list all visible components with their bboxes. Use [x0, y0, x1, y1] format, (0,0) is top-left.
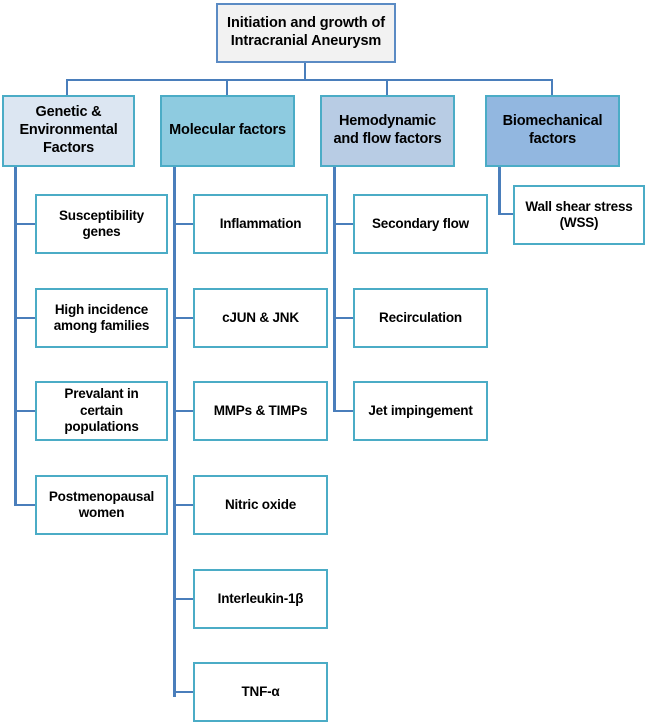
root-node-line2: Intracranial Aneurysm	[230, 33, 382, 49]
leaf-inflammation-line1: Inflammation	[219, 215, 302, 231]
leaf-node-prevalant-in-certain-populations[interactable]: Prevalant in certain populations	[35, 381, 168, 441]
stub-prevalant-populations	[14, 410, 36, 412]
leaf-node-interleukin-1-beta[interactable]: Interleukin-1β	[193, 569, 328, 629]
leaf-mmps-line1: MMPs & TIMPs	[213, 402, 308, 418]
leaf-node-cjun-and-jnk[interactable]: cJUN & JNK	[193, 288, 328, 348]
leaf-prevalant-line2: certain	[80, 402, 123, 418]
leaf-wss-line2: (WSS)	[559, 215, 599, 230]
leaf-node-tnf-alpha[interactable]: TNF-α	[193, 662, 328, 722]
stub-inflammation	[173, 223, 195, 225]
connector-drop-genetic	[66, 79, 68, 96]
leaf-node-high-incidence-among-families[interactable]: High incidence among families	[35, 288, 168, 348]
connector-drop-biomechanical	[551, 79, 553, 96]
stub-tnf-alpha	[173, 691, 195, 693]
connector-drop-hemodynamic	[386, 79, 388, 96]
leaf-recirculation-line1: Recirculation	[379, 309, 462, 325]
leaf-highincidence-line1: High incidence	[54, 301, 149, 317]
leaf-node-susceptibility-genes[interactable]: Susceptibility genes	[35, 194, 168, 254]
connector-drop-molecular	[226, 79, 228, 96]
leaf-node-recirculation[interactable]: Recirculation	[353, 288, 488, 348]
category-hemodynamic-line1: Hemodynamic	[339, 113, 436, 130]
stub-recirculation	[333, 317, 355, 319]
leaf-node-wall-shear-stress-wss[interactable]: Wall shear stress (WSS)	[513, 185, 645, 245]
leaf-cjun-line1: cJUN & JNK	[222, 309, 299, 325]
leaf-tnf-line1: TNF-α	[241, 683, 280, 699]
leaf-prevalant-line1: Prevalant in	[64, 386, 139, 402]
leaf-node-inflammation[interactable]: Inflammation	[193, 194, 328, 254]
leaf-node-jet-impingement[interactable]: Jet impingement	[353, 381, 488, 441]
leaf-highincidence-line2: among families	[53, 318, 150, 333]
stub-nitric-oxide	[173, 504, 195, 506]
stub-susceptibility-genes	[14, 223, 36, 225]
stub-jet-impingement	[333, 410, 355, 412]
category-genetic-line1: Genetic &	[35, 104, 102, 121]
stub-secondary-flow	[333, 223, 355, 225]
category-biomechanical-line1: Biomechanical	[502, 113, 603, 130]
leaf-wss-line1: Wall shear stress	[525, 198, 633, 214]
leaf-prevalant-line3: populations	[64, 419, 139, 435]
category-node-hemodynamic-and-flow-factors[interactable]: Hemodynamic and flow factors	[320, 95, 455, 167]
category-biomechanical-line2: factors	[529, 131, 576, 147]
category-hemodynamic-line2: and flow factors	[333, 131, 442, 147]
category-node-molecular-factors[interactable]: Molecular factors	[160, 95, 295, 167]
connector-horizontal-bus	[66, 79, 553, 81]
trunk-hemodynamic-flow	[333, 167, 336, 412]
stub-wall-shear-stress	[498, 213, 515, 215]
stub-cjun-jnk	[173, 317, 195, 319]
leaf-node-nitric-oxide[interactable]: Nitric oxide	[193, 475, 328, 535]
stub-interleukin-1-beta	[173, 598, 195, 600]
trunk-genetic-environmental	[14, 167, 17, 506]
stub-high-incidence	[14, 317, 36, 319]
leaf-node-postmenopausal-women[interactable]: Postmenopausal women	[35, 475, 168, 535]
leaf-nitricoxide-line1: Nitric oxide	[224, 496, 297, 512]
connector-root-stem	[304, 63, 306, 80]
trunk-molecular-factors	[173, 167, 176, 697]
category-molecular-line1: Molecular factors	[169, 122, 286, 139]
stub-mmps-timps	[173, 410, 195, 412]
category-genetic-line2: Environmental	[19, 122, 118, 139]
leaf-node-secondary-flow[interactable]: Secondary flow	[353, 194, 488, 254]
leaf-postmenopausal-line1: Postmenopausal	[48, 488, 155, 504]
category-node-genetic-environmental-factors[interactable]: Genetic & Environmental Factors	[2, 95, 135, 167]
root-node-initiation-and-growth[interactable]: Initiation and growth of Intracranial An…	[216, 3, 396, 63]
leaf-interleukin-line1: Interleukin-1β	[217, 590, 304, 606]
leaf-node-mmps-and-timps[interactable]: MMPs & TIMPs	[193, 381, 328, 441]
category-genetic-line3: Factors	[43, 139, 94, 156]
stub-postmenopausal-women	[14, 504, 36, 506]
leaf-jetimpingement-line1: Jet impingement	[368, 402, 473, 418]
category-node-biomechanical-factors[interactable]: Biomechanical factors	[485, 95, 620, 167]
trunk-biomechanical	[498, 167, 501, 215]
leaf-postmenopausal-line2: women	[78, 505, 125, 520]
leaf-secondaryflow-line1: Secondary flow	[372, 215, 469, 231]
leaf-susceptibility-line2: genes	[82, 224, 121, 239]
root-node-line1: Initiation and growth of	[227, 15, 385, 32]
leaf-susceptibility-line1: Susceptibility	[59, 207, 144, 223]
